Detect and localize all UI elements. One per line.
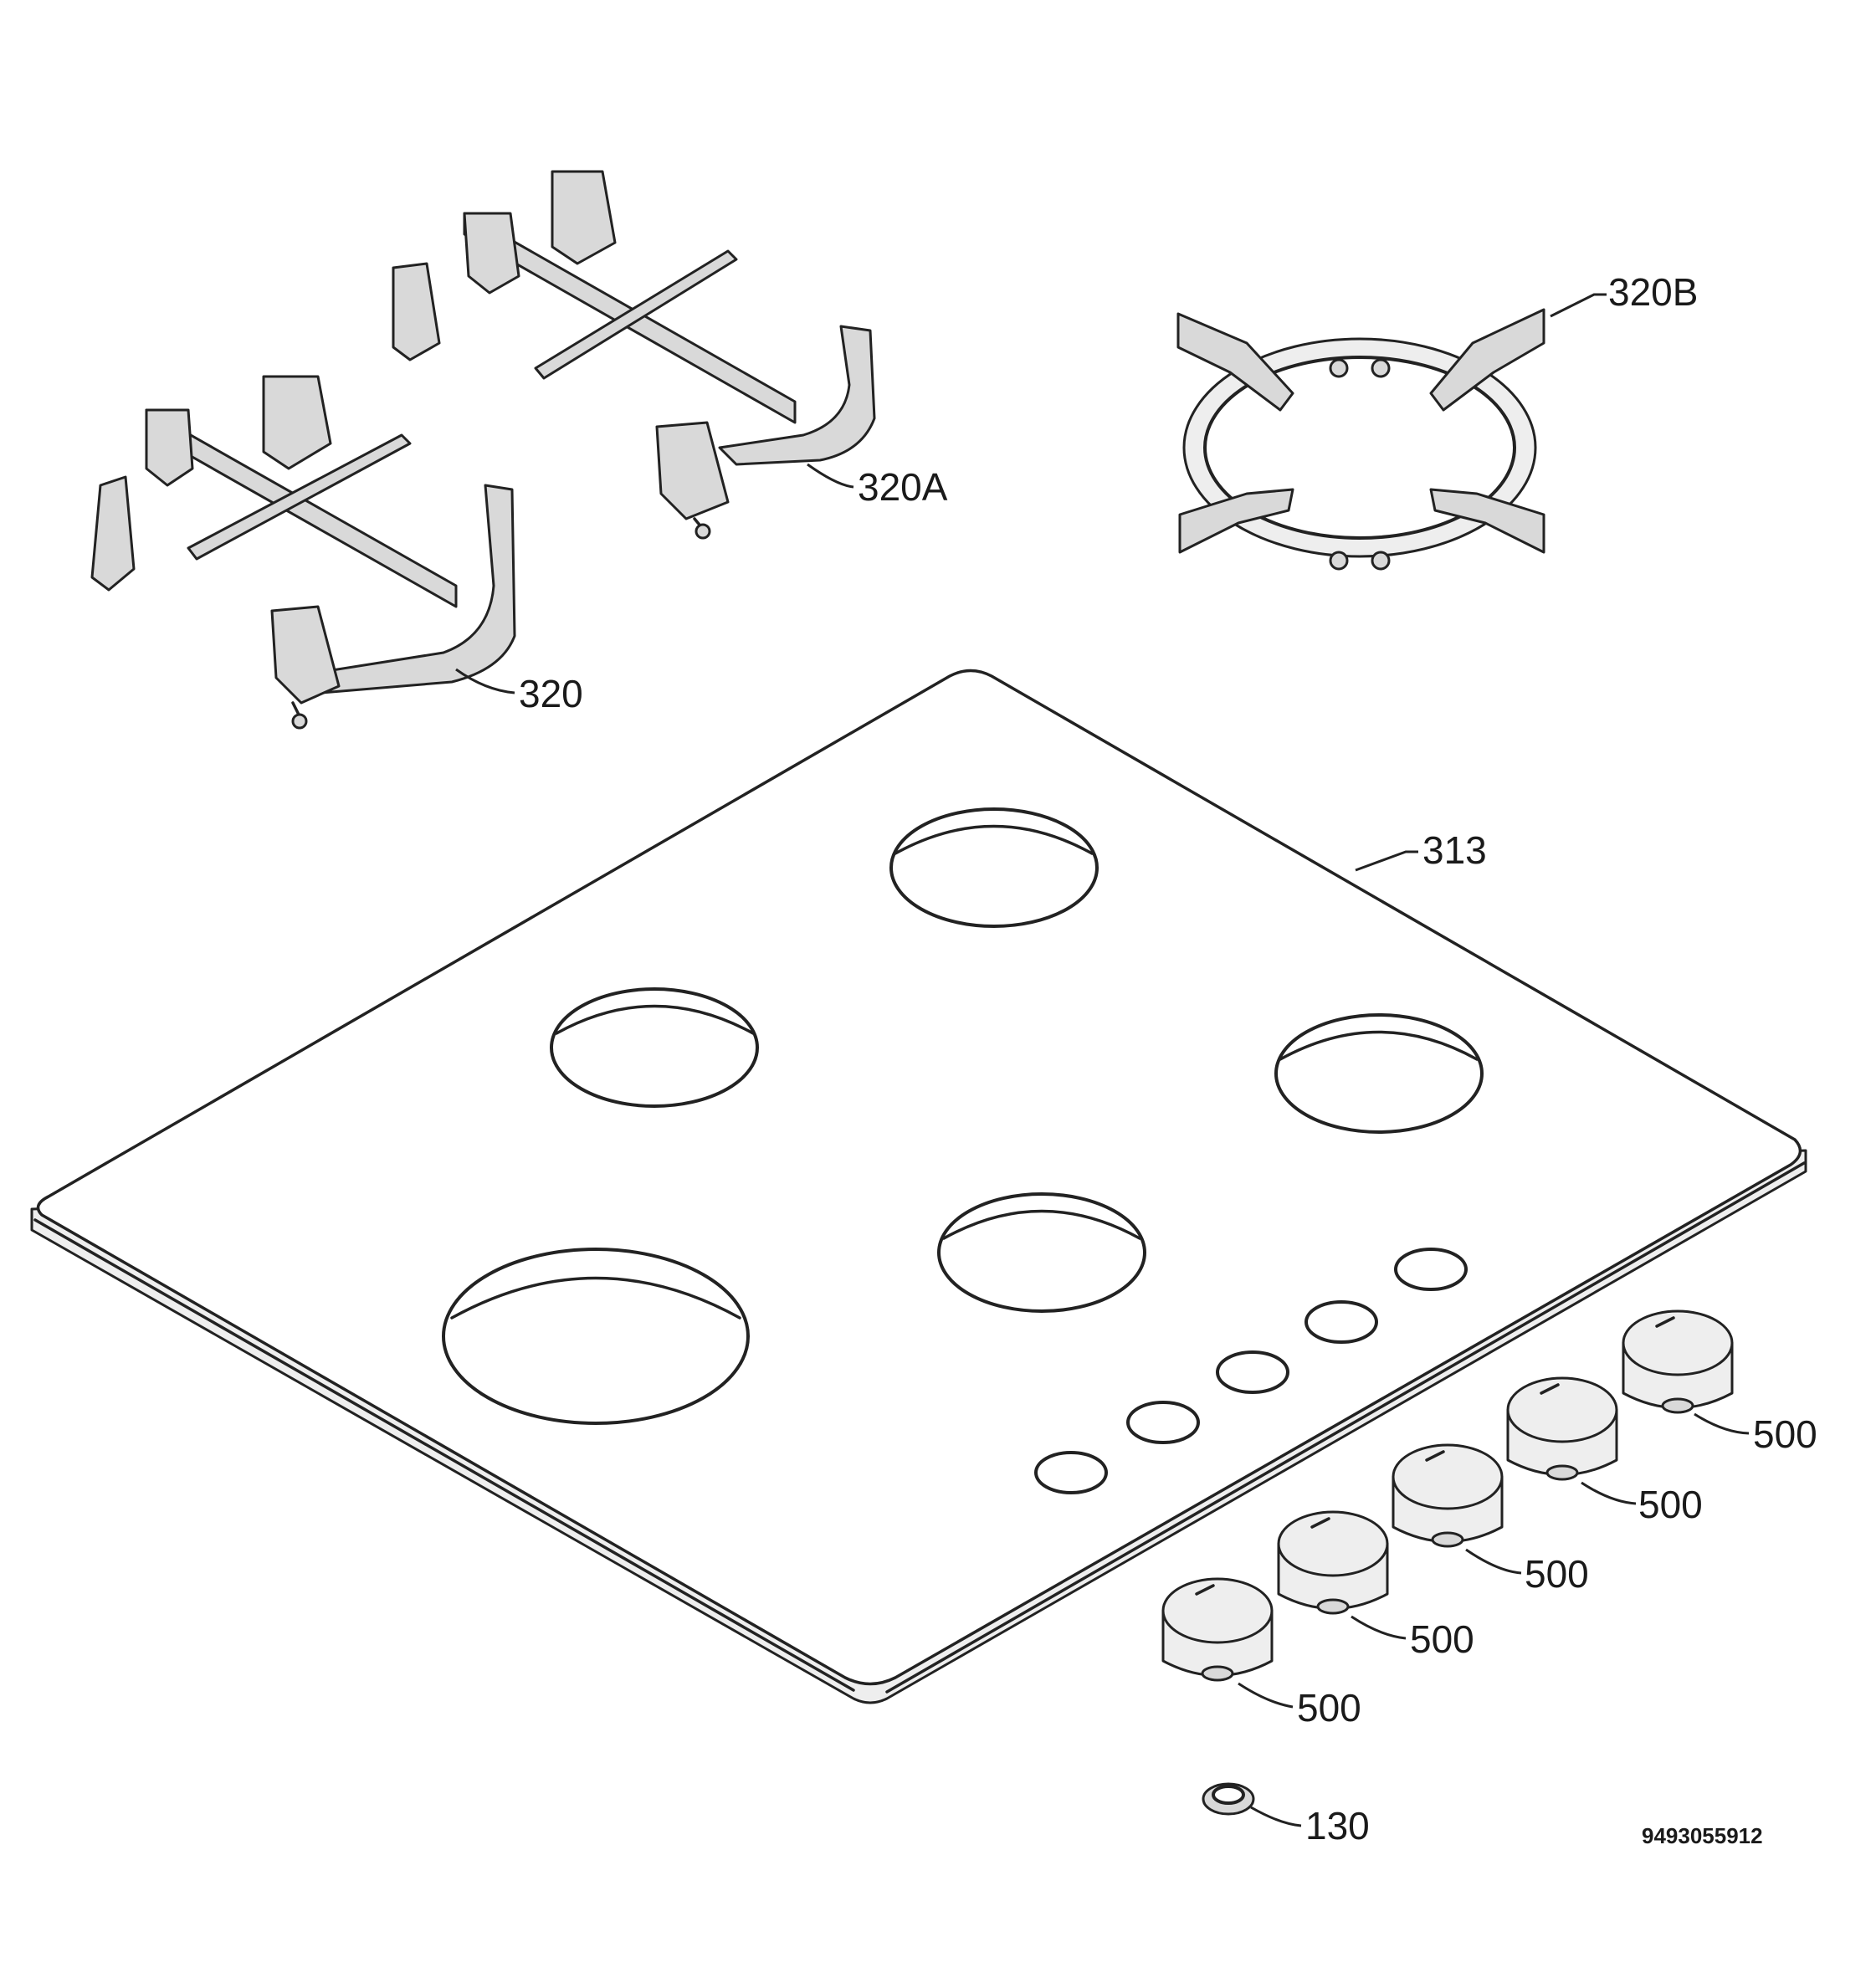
label-spring-ring-130: 130 <box>1305 1804 1370 1847</box>
control-knob-4 <box>1506 1376 1618 1481</box>
burner-hole-center <box>937 1192 1146 1313</box>
burner-hole-left <box>550 987 759 1108</box>
document-number: 9493055912 <box>1642 1823 1763 1848</box>
label-knob-2: 500 <box>1410 1617 1474 1661</box>
label-knob-5: 500 <box>1753 1412 1817 1456</box>
label-pan-support-320a: 320A <box>858 465 948 509</box>
pan-support-320 <box>90 375 516 730</box>
hob-top-plate <box>30 669 1807 1704</box>
label-knob-4: 500 <box>1638 1483 1703 1526</box>
label-knob-1: 500 <box>1297 1686 1361 1730</box>
control-knob-1 <box>1161 1577 1274 1682</box>
control-knob-5 <box>1622 1309 1734 1414</box>
control-knob-3 <box>1392 1443 1504 1548</box>
burner-hole-right <box>1274 1013 1484 1134</box>
label-knob-3: 500 <box>1525 1552 1589 1596</box>
pan-support-320a <box>392 170 876 540</box>
spring-ring-130 <box>1202 1782 1255 1816</box>
knob-holes <box>1034 1248 1468 1494</box>
label-hob-top-313: 313 <box>1422 828 1487 872</box>
burner-hole-rear <box>889 807 1099 928</box>
control-knob-2 <box>1277 1510 1389 1615</box>
pan-support-320b <box>1176 308 1545 571</box>
label-pan-support-320: 320 <box>519 672 583 715</box>
burner-hole-large <box>442 1248 750 1425</box>
label-pan-support-320b: 320B <box>1608 270 1698 314</box>
leader-lines <box>455 293 1750 1827</box>
